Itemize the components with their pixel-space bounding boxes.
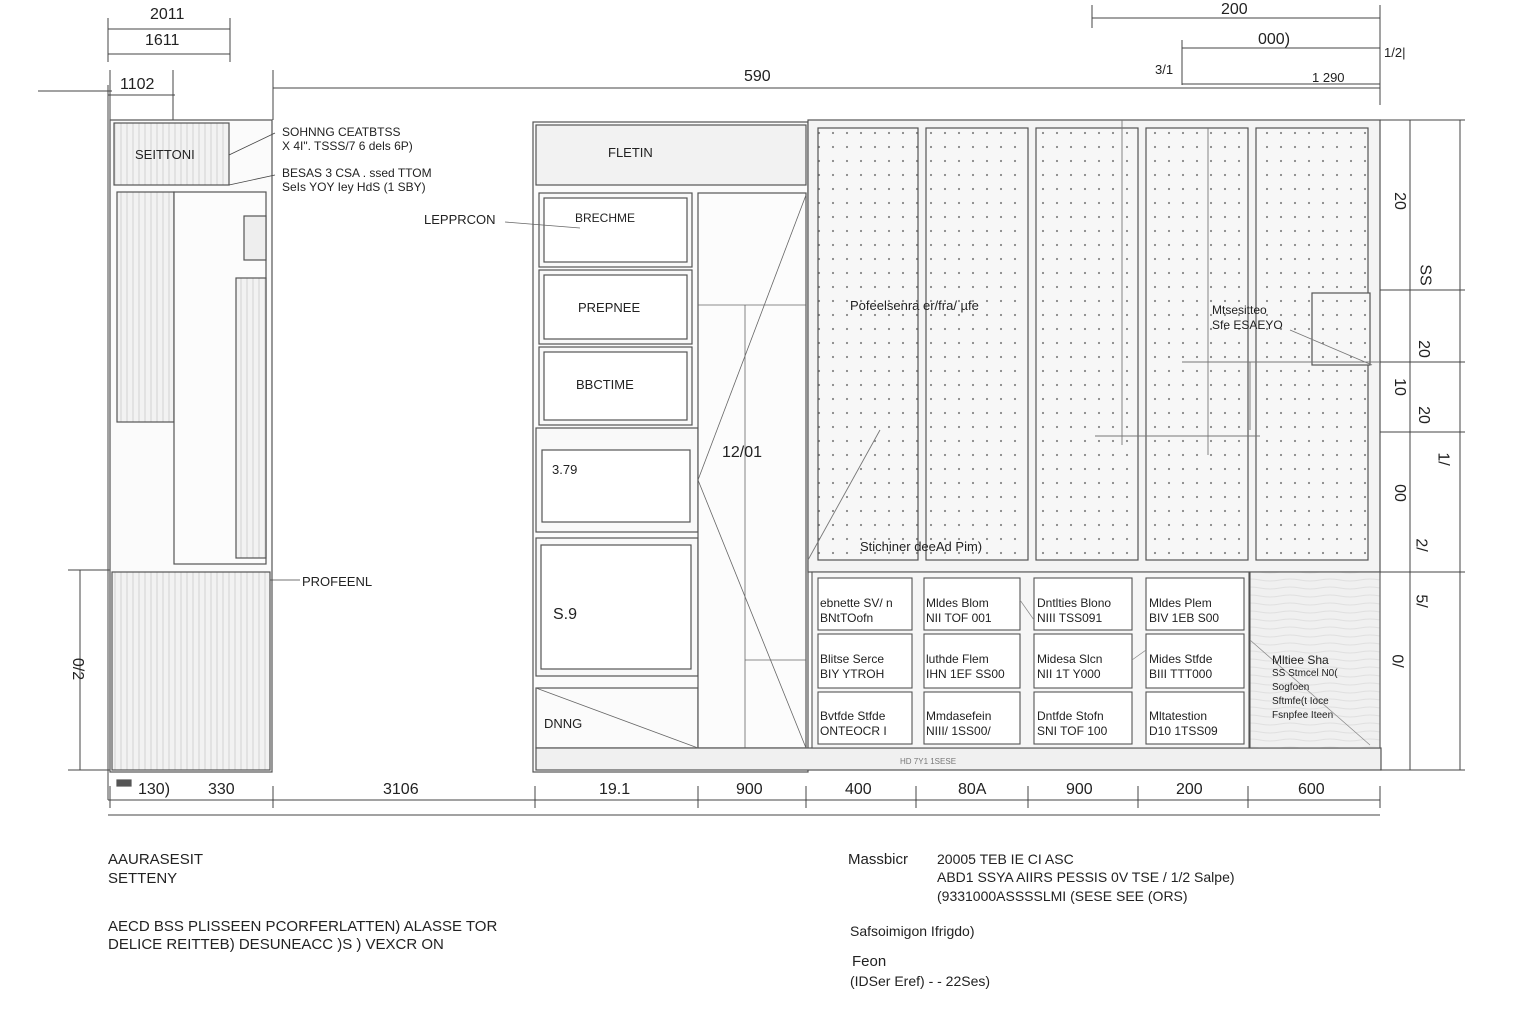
cell-7-line-2: NII 1T Y000 <box>1037 667 1101 681</box>
note-mid-label: Massbicr <box>848 851 909 868</box>
middle-bottom-label: DNNG <box>544 716 583 731</box>
side-label-line-2: Sfe ESAEYO <box>1212 318 1283 332</box>
dim-corner: 1/2| <box>1384 45 1406 60</box>
cell-3-line-2: NIII TSS091 <box>1037 611 1103 625</box>
cell-6-line-1: luthde Flem <box>926 652 989 666</box>
middle-box-1: 3.79 <box>552 462 578 477</box>
cell-9-line-1: Bvtfde Stfde <box>820 709 886 723</box>
cell-5-line-2: BIY YTROH <box>820 667 885 681</box>
note-left-2: SETTENY <box>108 870 178 887</box>
cell-9-line-2: ONTEOCR I <box>820 724 887 738</box>
left-top-label: SEITTONI <box>135 147 195 162</box>
cell-4-line-1: Mldes Plem <box>1149 596 1212 610</box>
vdim-8: 00 <box>1390 484 1408 502</box>
vdim-5: 20 <box>1414 406 1432 424</box>
vdim-6: 2/ <box>1412 538 1430 552</box>
bdim-8: 900 <box>1066 781 1093 798</box>
bdim-1: 130) <box>138 781 171 798</box>
dim-top-2: 1611 <box>145 32 180 49</box>
middle-center-dim: 12/01 <box>722 444 763 461</box>
vdim-1: 20 <box>1390 192 1408 210</box>
right-panel-line-1: Mltiee Sha <box>1272 653 1329 667</box>
note-mid-1: 20005 TEB IE CI ASC <box>937 851 1074 867</box>
middle-box-2: S.9 <box>553 606 578 623</box>
left-callout-3: PROFEENL <box>302 574 373 589</box>
left-height-dim: 0/2 <box>69 657 87 681</box>
bdim-6: 400 <box>845 781 872 798</box>
bdim-4: 19.1 <box>599 781 631 798</box>
vdim-7: 5/ <box>1412 594 1430 608</box>
cell-4-line-2: BIV 1EB S00 <box>1149 611 1220 625</box>
cell-2-line-1: Mldes Blom <box>926 596 989 610</box>
cell-8-line-2: BIII TTT000 <box>1149 667 1213 681</box>
dim-top-3: 1102 <box>120 76 155 93</box>
right-panel-line-2: SS Stmcel N0( <box>1272 668 1338 679</box>
dim-overall: 590 <box>744 68 771 85</box>
dim-top-1: 2011 <box>150 6 185 23</box>
middle-drawer-3: BBCTIME <box>576 377 634 392</box>
cell-11-line-1: Dntfde Stofn <box>1037 709 1104 723</box>
cell-6-line-2: IHN 1EF SS00 <box>926 667 1005 681</box>
right-panel-line-4: Sftmfe(t Ioce <box>1272 696 1329 707</box>
cell-12-line-2: D10 1TSS09 <box>1149 724 1218 738</box>
dim-right-small-1: 3/1 <box>1155 62 1174 77</box>
cell-10-line-1: Mmdasefein <box>926 709 992 723</box>
note-mid-6: (IDSer Eref) - - 22Ses) <box>850 973 991 989</box>
cell-1-line-2: BNtTOofn <box>820 611 874 625</box>
vdim-2: SS <box>1416 264 1434 286</box>
cell-11-line-2: SNI TOF 100 <box>1037 724 1108 738</box>
bdim-10: 600 <box>1298 781 1325 798</box>
middle-top-label: FLETIN <box>608 145 653 160</box>
vdim-9: 1/ <box>1434 452 1452 466</box>
cell-1-line-1: ebnette SV/ n <box>820 596 893 610</box>
right-panel-line-3: Sogfoen <box>1272 682 1310 693</box>
right-panel-line-5: Fsnpfee Iteen <box>1272 710 1334 721</box>
left-callout-2-line-1: BESAS 3 CSA . ssed TTOM <box>282 166 432 180</box>
dim-right-small-2: 1 290 <box>1312 70 1345 85</box>
left-callout-1-line-1: SOHNNG CEATBTSS <box>282 125 401 139</box>
note-mid-4: Safsoimigon Ifrigdo) <box>850 923 975 939</box>
note-left-3: AECD BSS PLISSEEN PCORFERLATTEN) ALASSE … <box>108 918 498 935</box>
cell-3-line-1: Dntlties Blono <box>1037 596 1112 610</box>
note-left-4: DELICE REITTEB) DESUNEACC )S ) VEXCR ON <box>108 936 444 953</box>
note-mid-3: (9331000ASSSSLMI (SESE SEE (ORS) <box>937 888 1188 904</box>
bdim-5: 900 <box>736 781 763 798</box>
bdim-9: 200 <box>1176 781 1203 798</box>
vdim-3: 20 <box>1414 340 1432 358</box>
left-callout-2-line-2: SeIs YOY Iey HdS (1 SBY) <box>282 180 426 194</box>
slide-label: Stichiner deeAd Pim) <box>860 539 983 554</box>
dim-right-top: 200 <box>1221 1 1248 18</box>
bdim-2: 330 <box>208 781 235 798</box>
bdim-7: 80A <box>958 781 987 798</box>
middle-drawer-1: BRECHME <box>575 211 636 225</box>
side-label-line-1: Mtsesitteo <box>1212 303 1267 317</box>
left-callout-1-line-2: X 4I". TSSS/7 6 dels 6P) <box>282 139 413 153</box>
note-mid-5: Feon <box>852 953 887 970</box>
vdim-4: 10 <box>1390 378 1408 396</box>
bdim-3: 3106 <box>383 781 419 798</box>
cell-2-line-2: NII TOF 001 <box>926 611 992 625</box>
middle-drawer-2: PREPNEE <box>578 300 641 315</box>
footer-tiny: HD 7Y1 1SESE <box>900 757 957 766</box>
cell-7-line-1: Midesa Slcn <box>1037 652 1103 666</box>
cell-10-line-2: NIII/ 1SS00/ <box>926 724 991 738</box>
dim-right-mid: 000) <box>1258 31 1291 48</box>
note-left-1: AAURASESIT <box>108 851 204 868</box>
cell-5-line-1: Blitse Serce <box>820 652 885 666</box>
panel-label: Pofeelsenra er/fra/ µfe <box>850 298 979 313</box>
vdim-10: 0/ <box>1388 654 1406 668</box>
cell-8-line-1: Mides Stfde <box>1149 652 1213 666</box>
note-mid-2: ABD1 SSYA AIIRS PESSIS 0V TSE / 1/2 Salp… <box>937 869 1235 885</box>
cell-12-line-1: Mltatestion <box>1149 709 1208 723</box>
middle-callout: LEPPRCON <box>424 212 496 227</box>
